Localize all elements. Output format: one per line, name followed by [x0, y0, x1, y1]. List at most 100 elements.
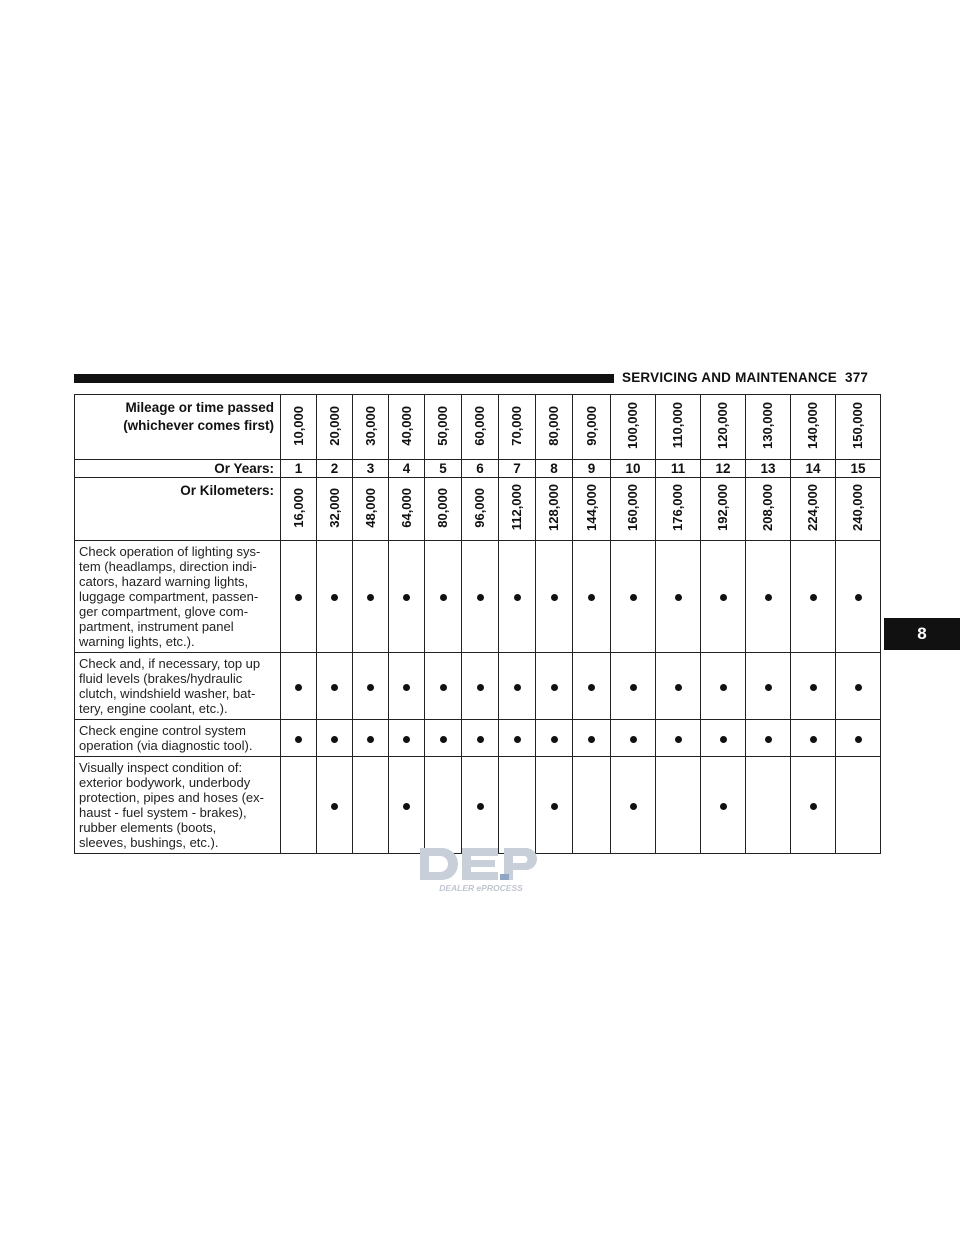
schedule-mark-cell	[461, 756, 499, 854]
service-due-dot	[674, 735, 682, 743]
task-description-line: Check engine control system	[79, 723, 246, 738]
service-due-dot	[513, 683, 521, 691]
mileage-value: 20,000	[326, 405, 342, 446]
service-due-dot	[476, 683, 484, 691]
kilometers-cell: 192,000	[700, 477, 746, 541]
schedule-mark-cell	[498, 540, 536, 653]
years-value: 15	[835, 459, 881, 478]
mileage-cell: 100,000	[610, 394, 656, 460]
task-description-line: Check and, if necessary, top up	[79, 656, 261, 671]
years-value: 10	[610, 459, 656, 478]
kilometers-cell: 208,000	[745, 477, 791, 541]
service-due-dot	[403, 735, 410, 743]
mileage-cell: 70,000	[498, 394, 536, 460]
mileage-value: 60,000	[472, 405, 487, 446]
schedule-mark-cell	[790, 652, 836, 720]
schedule-mark-cell	[424, 756, 462, 854]
kilometers-value: 176,000	[670, 484, 685, 531]
mileage-cell: 10,000	[280, 394, 317, 460]
years-value: 14	[790, 459, 836, 478]
service-due-dot	[719, 683, 727, 691]
kilometers-value: 80,000	[435, 487, 450, 528]
service-due-dot	[513, 735, 521, 743]
task-description-line: Visually inspect condition of:	[79, 760, 243, 775]
mileage-cell: 120,000	[700, 394, 746, 460]
schedule-mark-cell	[461, 652, 499, 720]
schedule-mark-cell	[610, 540, 656, 653]
kilometers-cell: 112,000	[498, 477, 536, 541]
mileage-value: 50,000	[435, 405, 450, 446]
schedule-mark-cell	[352, 652, 389, 720]
mileage-cell: 130,000	[745, 394, 791, 460]
service-due-dot	[403, 594, 410, 601]
task-description-line: Check operation of lighting sys-	[79, 544, 261, 559]
mileage-label-line2: (whichever comes first)	[123, 418, 274, 433]
kilometers-cell: 160,000	[610, 477, 656, 541]
task-description-line: haust - fuel system - brakes),	[79, 805, 247, 820]
schedule-mark-cell	[388, 756, 425, 854]
service-due-dot	[331, 683, 338, 691]
service-due-dot	[550, 802, 558, 810]
kilometers-value: 224,000	[805, 484, 820, 531]
mileage-value: 80,000	[546, 405, 561, 446]
service-due-dot	[629, 802, 637, 810]
service-due-dot	[764, 735, 772, 743]
service-due-dot	[550, 594, 558, 601]
mileage-cell: 140,000	[790, 394, 836, 460]
task-row: Visually inspect condition of:exterior b…	[74, 756, 881, 854]
schedule-mark-cell	[745, 756, 791, 854]
kilometers-value: 208,000	[760, 484, 775, 531]
mileage-row: Mileage or time passed (whichever comes f…	[74, 394, 881, 460]
mileage-cell: 30,000	[352, 394, 389, 460]
schedule-mark-cell	[388, 540, 425, 653]
mileage-value: 30,000	[362, 405, 378, 446]
service-due-dot	[764, 594, 772, 601]
service-due-dot	[331, 735, 338, 743]
header-rule	[74, 374, 614, 383]
mileage-value: 90,000	[583, 405, 599, 446]
service-due-dot	[513, 594, 521, 601]
schedule-mark-cell	[745, 540, 791, 653]
mileage-value: 150,000	[850, 402, 865, 449]
service-due-dot	[439, 735, 447, 743]
kilometers-cell: 240,000	[835, 477, 881, 541]
service-due-dot	[295, 735, 302, 743]
task-description-line: warning lights, etc.).	[79, 634, 195, 649]
mileage-value: 120,000	[715, 402, 730, 449]
service-due-dot	[809, 735, 817, 743]
task-description-line: tem (headlamps, direction indi-	[79, 559, 257, 574]
task-description: Check operation of lighting sys-tem (hea…	[74, 540, 281, 653]
schedule-mark-cell	[498, 719, 536, 757]
mileage-cell: 80,000	[535, 394, 573, 460]
schedule-mark-cell	[316, 719, 353, 757]
schedule-mark-cell	[572, 652, 611, 720]
schedule-mark-cell	[790, 719, 836, 757]
schedule-mark-cell	[655, 540, 701, 653]
years-value: 7	[498, 459, 536, 478]
service-due-dot	[629, 594, 637, 601]
service-due-dot	[367, 683, 374, 691]
kilometers-cell: 96,000	[461, 477, 499, 541]
kilometers-value: 64,000	[398, 487, 414, 528]
mileage-cell: 110,000	[655, 394, 701, 460]
mileage-label: Mileage or time passed (whichever comes f…	[74, 394, 281, 460]
schedule-mark-cell	[280, 719, 317, 757]
kilometers-cell: 144,000	[572, 477, 611, 541]
schedule-mark-cell	[424, 652, 462, 720]
schedule-mark-cell	[461, 540, 499, 653]
service-due-dot	[854, 735, 862, 743]
years-value: 8	[535, 459, 573, 478]
schedule-mark-cell	[461, 719, 499, 757]
kilometers-value: 96,000	[472, 487, 487, 528]
mileage-label-line1: Mileage or time passed	[125, 400, 274, 415]
task-row: Check operation of lighting sys-tem (hea…	[74, 540, 881, 653]
schedule-mark-cell	[610, 652, 656, 720]
schedule-mark-cell	[572, 540, 611, 653]
kilometers-label: Or Kilometers:	[74, 477, 281, 541]
schedule-mark-cell	[352, 719, 389, 757]
service-due-dot	[367, 594, 374, 601]
